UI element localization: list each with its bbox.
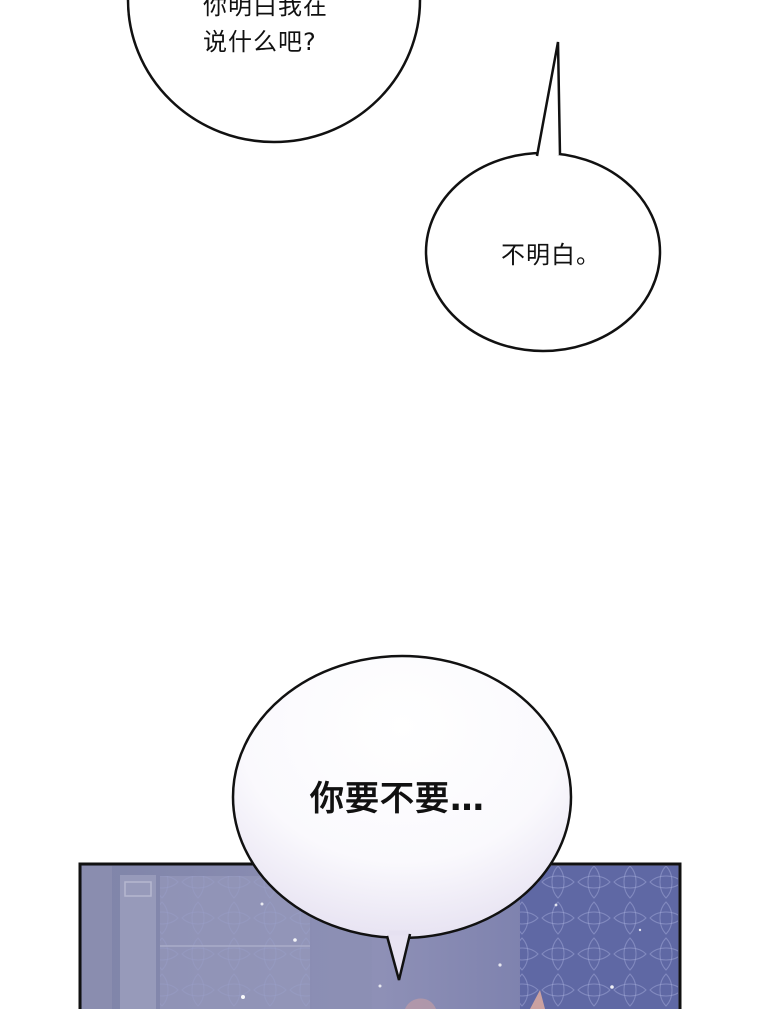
speech-bubble-3 bbox=[231, 654, 573, 981]
speech-bubble-1-text: 你明白我在 说什么吧? bbox=[203, 0, 328, 56]
speech-bubble-3-text: 你要不要… bbox=[310, 779, 485, 819]
speech-bubble-1 bbox=[126, 0, 422, 144]
speech-bubble-2-text: 不明白。 bbox=[501, 241, 601, 269]
speech-bubble-2 bbox=[424, 41, 662, 353]
